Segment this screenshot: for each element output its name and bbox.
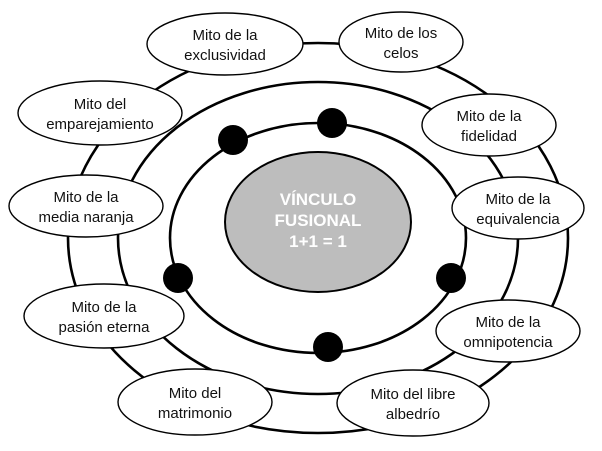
- myth-label-line-2: matrimonio: [158, 405, 232, 422]
- myth-label-line-1: Mito de la: [192, 27, 258, 44]
- central-core: VÍNCULO FUSIONAL 1+1 = 1: [224, 151, 412, 293]
- myth-bubble-media-naranja: Mito de la media naranja: [8, 174, 164, 238]
- myth-label-line-2: equivalencia: [476, 211, 560, 228]
- myth-label-line-2: celos: [383, 45, 418, 62]
- myth-bubble-libre-albedrio: Mito del libre albedrío: [336, 369, 490, 437]
- myth-label-line-1: Mito de la: [71, 299, 137, 316]
- myth-bubble-omnipotencia: Mito de la omnipotencia: [435, 299, 581, 363]
- core-ellipse: [224, 151, 412, 293]
- myth-bubble-emparejamiento: Mito del emparejamiento: [17, 80, 183, 146]
- orbit-dot: [317, 108, 347, 138]
- outer-ring: [66, 41, 570, 435]
- myth-label-line-1: Mito de la: [53, 189, 119, 206]
- orbit-dot: [163, 263, 193, 293]
- myth-label-line-1: Mito de la: [475, 314, 541, 331]
- orbit-dot: [313, 332, 343, 362]
- myth-label-line-1: Mito de los: [365, 25, 438, 42]
- orbit-dot: [218, 125, 248, 155]
- myth-label-line-2: media naranja: [38, 209, 134, 226]
- myth-label-line-2: albedrío: [386, 406, 440, 423]
- core-line-2: FUSIONAL: [275, 211, 362, 230]
- core-line-3: 1+1 = 1: [289, 232, 347, 251]
- myth-bubble-exclusividad: Mito de la exclusividad: [146, 12, 304, 76]
- myth-label-line-1: Mito de la: [456, 108, 522, 125]
- myth-bubble-celos: Mito de los celos: [338, 11, 464, 73]
- myth-bubble-pasion-eterna: Mito de la pasión eterna: [23, 283, 185, 349]
- myth-bubble-matrimonio: Mito del matrimonio: [117, 368, 273, 436]
- myth-label-line-2: pasión eterna: [59, 319, 151, 336]
- myth-label-line-1: Mito del: [169, 385, 222, 402]
- myth-label-line-2: fidelidad: [461, 128, 517, 145]
- core-line-1: VÍNCULO: [280, 190, 357, 209]
- myth-bubble-fidelidad: Mito de la fidelidad: [421, 93, 557, 157]
- myth-label-line-2: emparejamiento: [46, 116, 154, 133]
- myth-label-line-2: omnipotencia: [463, 334, 553, 351]
- myth-label-line-1: Mito del: [74, 96, 127, 113]
- myth-bubble-equivalencia: Mito de la equivalencia: [451, 176, 585, 240]
- myth-label-line-1: Mito del libre: [370, 386, 455, 403]
- myth-label-line-2: exclusividad: [184, 47, 266, 64]
- orbit-dot: [436, 263, 466, 293]
- myth-label-line-1: Mito de la: [485, 191, 551, 208]
